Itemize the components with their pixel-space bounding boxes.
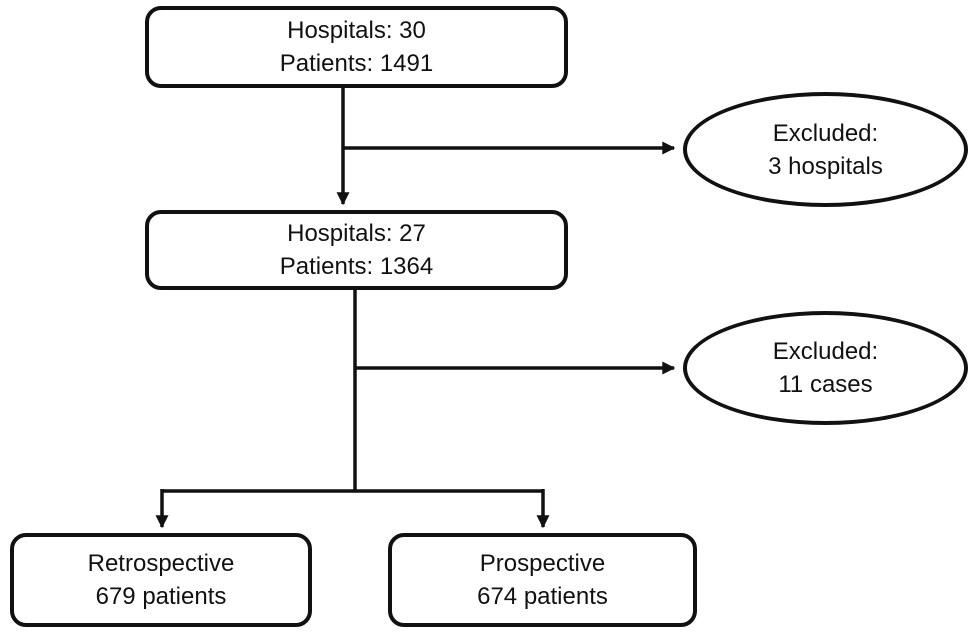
excluded-hospitals-line2: 3 hospitals	[768, 152, 883, 180]
retrospective-line1: Retrospective	[87, 550, 235, 577]
hospitals-27-box: Hospitals: 27 Patients: 1364	[145, 210, 568, 290]
excluded-cases-line2: 11 cases	[778, 371, 873, 398]
hospitals-30-line2: Patients: 1491	[279, 50, 434, 77]
excluded-hospitals-line1: Excluded:	[772, 119, 879, 147]
excluded-3-hospitals-ellipse: Excluded: 3 hospitals	[683, 92, 968, 207]
hospitals-27-line2: Patients: 1364	[279, 253, 434, 280]
excluded-cases-line1: Excluded:	[772, 338, 879, 365]
excluded-11-cases-ellipse: Excluded: 11 cases	[683, 311, 968, 425]
retrospective-box: Retrospective 679 patients	[10, 533, 312, 627]
retrospective-line2: 679 patients	[95, 583, 227, 610]
prospective-line2: 674 patients	[477, 583, 608, 610]
hospitals-30-box: Hospitals: 30 Patients: 1491	[145, 6, 568, 88]
hospitals-27-line1: Hospitals: 27	[287, 220, 426, 247]
prospective-line1: Prospective	[479, 550, 606, 577]
prospective-box: Prospective 674 patients	[388, 533, 697, 627]
hospitals-30-line1: Hospitals: 30	[287, 17, 426, 44]
